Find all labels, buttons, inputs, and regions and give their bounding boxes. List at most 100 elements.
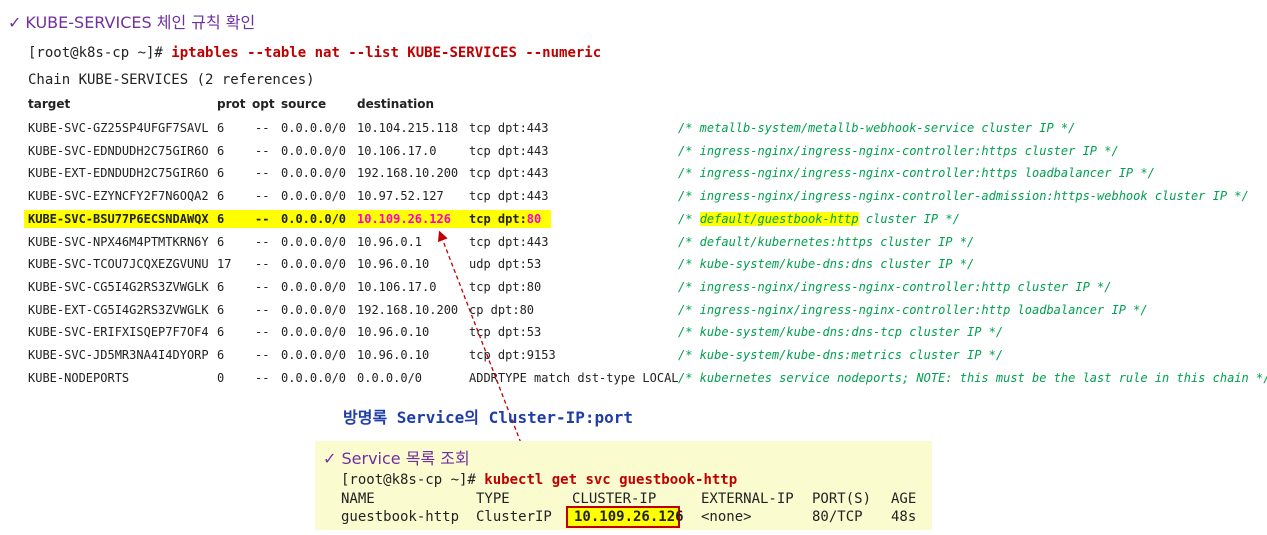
cell-source: 0.0.0.0/0	[281, 348, 347, 362]
cell-opt: --	[255, 302, 270, 317]
cell-prot: 6	[217, 189, 225, 204]
cell-comment: /* ingress-nginx/ingress-nginx-controlle…	[678, 166, 1155, 181]
svc-header-ports: PORT(S)	[812, 491, 872, 507]
cell-source: 0.0.0.0/0	[281, 302, 347, 317]
header-opt: opt	[252, 97, 275, 111]
header-destination: destination	[357, 97, 434, 111]
svc-external-ip: <none>	[701, 509, 752, 525]
svc-header-age: AGE	[891, 491, 917, 507]
cell-prot: 6	[217, 121, 225, 135]
cell-extra: tcp dpt:53	[469, 325, 542, 340]
cell-extra: tcp dpt:9153	[469, 348, 556, 362]
svc-header-external-ip: EXTERNAL-IP	[701, 491, 794, 507]
checkmark-icon: ✓	[323, 449, 337, 468]
cell-target: KUBE-SVC-CG5I4G2RS3ZVWGLK	[28, 279, 209, 294]
cell-source: 0.0.0.0/0	[281, 370, 347, 385]
cell-comment: /* ingress-nginx/ingress-nginx-controlle…	[678, 189, 1249, 204]
section-heading-text: KUBE-SERVICES 체인 규칙 확인	[25, 13, 256, 32]
comment-service-name: default/guestbook-http	[699, 211, 859, 226]
cell-comment: /* kube-system/kube-dns:dns-tcp cluster …	[678, 325, 1004, 340]
cell-opt: --	[255, 211, 270, 226]
cell-source: 0.0.0.0/0	[281, 325, 347, 340]
cell-source: 0.0.0.0/0	[281, 211, 347, 226]
cell-target: KUBE-SVC-ERIFXISQEP7F7OF4	[28, 325, 209, 340]
cell-opt: --	[255, 325, 270, 340]
table-row: KUBE-SVC-ERIFXISQEP7F7OF4 6 -- 0.0.0.0/0 10.…	[0, 322, 1267, 342]
cell-extra: tcp dpt:80	[469, 279, 542, 294]
cell-extra: udp dpt:53	[469, 257, 542, 272]
cell-prot: 6	[217, 302, 225, 317]
cell-target: KUBE-NODEPORTS	[28, 370, 130, 385]
cell-destination: 10.97.52.127	[357, 189, 444, 204]
cell-comment: /* default/kubernetes:https cluster IP *…	[678, 234, 975, 249]
header-source: source	[281, 97, 327, 111]
cell-opt: --	[255, 348, 270, 362]
svc-type: ClusterIP	[476, 509, 552, 525]
cell-source: 0.0.0.0/0	[281, 257, 347, 272]
cell-target: KUBE-SVC-BSU77P6ECSNDAWQX	[28, 211, 209, 226]
cell-prot: 6	[217, 211, 225, 226]
kubectl-command-line: [root@k8s-cp ~]# kubectl get svc guestbo…	[341, 472, 737, 488]
header-prot: prot	[217, 97, 246, 111]
svc-header-name: NAME	[341, 491, 375, 507]
cell-prot: 6	[217, 234, 225, 249]
cell-source: 0.0.0.0/0	[281, 279, 347, 294]
cell-opt: --	[255, 257, 270, 272]
cluster-ip-port-label: 방명록 Service의 Cluster-IP:port	[343, 408, 634, 427]
cell-prot: 0	[217, 370, 225, 385]
iptables-command: iptables --table nat --list KUBE-SERVICE…	[171, 45, 602, 61]
cell-extra-proto: tcp dpt:	[469, 211, 527, 226]
cell-prot: 17	[217, 257, 232, 272]
cell-source: 0.0.0.0/0	[281, 234, 347, 249]
header-target: target	[28, 97, 71, 111]
cell-target: KUBE-SVC-TCOU7JCQXEZGVUNU	[28, 257, 209, 272]
cell-opt: --	[255, 143, 270, 158]
cell-extra-port: 80	[526, 211, 542, 226]
shell-prompt: [root@k8s-cp ~]#	[341, 472, 476, 488]
svc-header-cluster-ip: CLUSTER-IP	[572, 491, 657, 507]
cell-comment: /* kube-system/kube-dns:metrics cluster …	[678, 348, 1004, 362]
cell-destination: 10.96.0.10	[357, 257, 430, 272]
cell-destination: 10.104.215.118	[357, 121, 459, 135]
cell-source: 0.0.0.0/0	[281, 143, 347, 158]
cell-comment: /* ingress-nginx/ingress-nginx-controlle…	[678, 279, 1112, 294]
cell-destination: 10.96.0.1	[357, 234, 423, 249]
svc-ports: 80/TCP	[812, 509, 863, 525]
cell-target: KUBE-SVC-EZYNCFY2F7N6OQA2	[28, 189, 209, 204]
cell-extra: ADDRTYPE match dst-type LOCAL	[469, 370, 679, 385]
cell-source: 0.0.0.0/0	[281, 166, 347, 181]
cell-target: KUBE-SVC-JD5MR3NA4I4DYORP	[28, 348, 209, 362]
cell-extra: tcp dpt:443	[469, 121, 549, 135]
cell-destination: 10.109.26.126	[357, 211, 451, 226]
cell-destination: 10.96.0.10	[357, 325, 430, 340]
row-highlight	[24, 209, 551, 228]
cell-opt: --	[255, 121, 270, 135]
cell-comment: /* default/guestbook-http cluster IP */	[678, 209, 960, 229]
cell-target: KUBE-SVC-NPX46M4PTMTKRN6Y	[28, 234, 209, 249]
cell-comment: /* ingress-nginx/ingress-nginx-controlle…	[678, 143, 1119, 158]
cell-prot: 6	[217, 279, 225, 294]
cell-target: KUBE-EXT-EDNDUDH2C75GIR6O	[28, 166, 209, 181]
cell-target: KUBE-SVC-EDNDUDH2C75GIR6O	[28, 143, 209, 158]
cell-destination: 0.0.0.0/0	[357, 370, 423, 385]
cell-extra: tcp dpt:80	[469, 209, 541, 229]
cell-opt: --	[255, 234, 270, 249]
table-row: KUBE-SVC-BSU77P6ECSNDAWQX 6 -- 0.0.0.0/0 10.…	[0, 209, 1267, 229]
cell-comment: /* ingress-nginx/ingress-nginx-controlle…	[678, 302, 1148, 317]
terminal-command-line: [root@k8s-cp ~]# iptables --table nat --…	[28, 45, 601, 61]
svc-name: guestbook-http	[341, 509, 460, 525]
cell-extra: cp dpt:80	[469, 302, 535, 317]
cell-target: KUBE-SVC-GZ25SP4UFGF7SAVL	[28, 121, 209, 135]
service-list-box: ✓ Service 목록 조회 [root@k8s-cp ~]# kubectl…	[315, 441, 932, 530]
cell-destination: 192.168.10.200	[357, 166, 459, 181]
cell-extra: tcp dpt:443	[469, 234, 549, 249]
table-row: KUBE-SVC-NPX46M4PTMTKRN6Y 6 -- 0.0.0.0/0 10.…	[0, 232, 1267, 252]
cell-prot: 6	[217, 325, 225, 340]
